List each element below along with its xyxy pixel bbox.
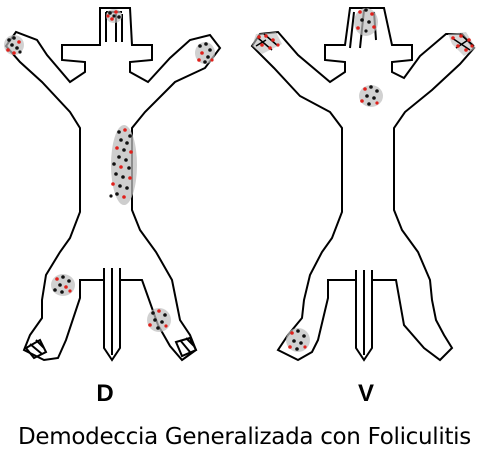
dorsal-lesion-spine [109, 125, 137, 205]
ventral-tail [355, 270, 373, 355]
dorsal-lesion-left-hindlimb [51, 274, 75, 296]
ventral-lesion-chest [359, 85, 383, 107]
dorsal-left-hind-paw-marks [24, 338, 48, 360]
ventral-lesion-right-forepaw [448, 32, 476, 56]
ventral-view [250, 7, 476, 362]
dorsal-lesion-left-forelimb [4, 35, 24, 55]
ventral-lesion-head [354, 8, 378, 36]
dorsal-lesion-right-hindlimb [147, 308, 171, 332]
dorsal-right-hind-paw-marks [174, 336, 198, 358]
dorsal-lesion-right-forelimb [195, 42, 215, 64]
dorsal-tail [103, 268, 121, 355]
dorsal-view-label: D [96, 380, 114, 407]
figure-caption: Demodeccia Generalizada con Foliculitis [18, 424, 471, 450]
dorsal-ear-marks [105, 11, 123, 42]
ventral-lesion-left-forepaw [252, 32, 282, 54]
ventral-view-label: V [357, 380, 374, 407]
ventral-lesion-left-hindlimb [286, 328, 310, 352]
dorsal-lesion-head [106, 9, 122, 23]
dorsal-view [4, 7, 222, 362]
